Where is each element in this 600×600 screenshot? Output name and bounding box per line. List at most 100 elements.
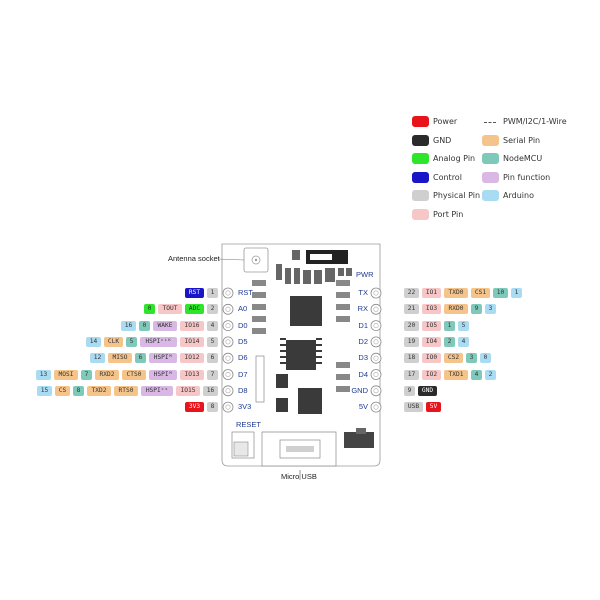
legend-label: PWM/I2C/1-Wire — [503, 117, 567, 126]
board-pin-label-left: D7 — [238, 369, 248, 379]
antenna-socket-label: Antenna socket — [168, 254, 220, 263]
pin-tag-serial: MOSI — [54, 369, 78, 380]
legend-label: Analog Pin — [433, 154, 476, 164]
legend-swatch — [482, 153, 499, 165]
pin-tag-arduino: 16 — [121, 320, 136, 331]
pin-tag-physical: 1 — [207, 288, 218, 298]
pin-tag-nodemcu: 6 — [135, 353, 146, 364]
pin-tag-power: 5V — [426, 402, 441, 413]
pin-tag-serial: TXD2 — [87, 385, 111, 396]
pin-tag-physical: 20 — [404, 320, 419, 331]
pin-tag-serial: CLK — [104, 336, 123, 347]
reset-label: RESET — [236, 420, 262, 429]
pin-tag-nodemcu: 5 — [126, 336, 137, 347]
pin-tag-nodemcu: 10 — [493, 288, 508, 298]
pin-tag-analog: ADC — [185, 304, 204, 315]
legend-label: Serial Pin — [503, 135, 541, 145]
pin-tag-port: IO1 — [422, 288, 441, 298]
pin-tag-physical: 6 — [207, 353, 218, 364]
pin-tag-physical: 17 — [404, 369, 419, 380]
board-pin-label-right: D1 — [358, 320, 368, 330]
pin-tag-serial: CS — [55, 385, 70, 396]
pin-tag-arduino: 4 — [458, 336, 469, 347]
pin-tag-port: TOUT — [158, 304, 182, 315]
legend-swatch — [482, 190, 499, 202]
pin-tag-physical: USB — [404, 402, 423, 413]
pin-tag-serial: CTS0 — [122, 369, 146, 380]
pin-tag-arduino: 13 — [36, 369, 51, 380]
legend-label: NodeMCU — [503, 154, 543, 164]
pwr-label: PWR — [356, 270, 374, 279]
pin-tag-serial: RXD0 — [444, 304, 468, 315]
pin-tag-arduino: 3 — [485, 304, 496, 315]
pin-tag-nodemcu: 3 — [466, 353, 477, 364]
pin-tag-port: IO16 — [180, 320, 204, 331]
pin-tag-port: IO4 — [422, 336, 441, 347]
legend-label: Arduino — [503, 191, 534, 201]
board-pin-label-right: RX — [357, 304, 368, 314]
pin-tag-arduino: 15 — [37, 385, 52, 396]
legend-label: Pin function — [503, 172, 551, 182]
ch340-chip — [290, 296, 322, 326]
pin-tag-serial: TXD0 — [444, 288, 468, 298]
pin-tag-analog: 0 — [144, 304, 155, 315]
legend-label: GND — [433, 135, 452, 145]
legend-swatch — [412, 190, 429, 202]
legend-label: Power — [433, 117, 458, 126]
board-pin-label-left: A0 — [238, 304, 248, 314]
board-pin-label-right: TX — [358, 288, 368, 297]
pin-tag-nodemcu: 2 — [444, 336, 455, 347]
legend-swatch — [482, 171, 499, 183]
pin-tag-nodemcu: 0 — [139, 320, 150, 331]
pin-tag-arduino: 0 — [480, 353, 491, 364]
board-pin-label-left: 3V3 — [238, 402, 252, 412]
pin-tag-serial: RXD2 — [95, 369, 119, 380]
pin-tag-port: IO3 — [422, 304, 441, 315]
board-pin-label-right: GND — [351, 385, 368, 395]
pin-tag-port: IO0 — [422, 353, 441, 364]
pin-tag-nodemcu: 8 — [73, 385, 84, 396]
pin-tag-physical: 4 — [207, 320, 218, 331]
pin-tag-serial: CS2 — [444, 353, 463, 364]
pin-tag-port: IO12 — [180, 353, 204, 364]
pin-tag-physical: 9 — [404, 385, 415, 396]
legend-swatch — [482, 134, 499, 146]
pin-tag-port: IO15 — [176, 385, 200, 396]
power-switch — [344, 432, 374, 448]
pin-tag-arduino: 12 — [90, 353, 105, 364]
pin-tag-physical: 2 — [207, 304, 218, 315]
pin-tag-pinfn: WAKE — [153, 320, 177, 331]
legend-swatch — [412, 209, 429, 220]
pin-tag-port: IO13 — [180, 369, 204, 380]
pin-tag-control: RST — [185, 288, 204, 298]
board-pin-label-right: D3 — [358, 353, 368, 363]
pin-tag-serial: MISO — [108, 353, 132, 364]
pin-tag-physical: 7 — [207, 369, 218, 380]
pin-tag-physical: 5 — [207, 336, 218, 347]
board-pin-label-right: 5V — [358, 402, 368, 412]
pin-tag-port: IO14 — [180, 336, 204, 347]
board-pin-label-right: D4 — [358, 369, 368, 379]
regulator-chip — [286, 340, 316, 370]
pin-tag-nodemcu: 1 — [444, 320, 455, 331]
pin-tag-port: IO2 — [422, 369, 441, 380]
pin-tag-arduino: 14 — [86, 336, 101, 347]
pin-tag-physical: 21 — [404, 304, 419, 315]
pin-tag-arduino: 5 — [458, 320, 469, 331]
pin-tag-serial: CS1 — [471, 288, 490, 298]
legend-swatch — [412, 134, 429, 146]
board-pin-label-left: D5 — [238, 336, 248, 346]
board-pin-label-right: D2 — [358, 336, 368, 346]
pin-tag-power: 3V3 — [185, 402, 204, 413]
board-pin-label-left: D6 — [238, 353, 248, 363]
legend-swatch — [412, 116, 429, 127]
pin-tag-nodemcu: 7 — [81, 369, 92, 380]
pin-tag-serial: RTS0 — [114, 385, 138, 396]
micro-usb-label: Micro USB — [281, 472, 317, 481]
legend-label: Control — [433, 172, 462, 182]
board-pin-label-left: D0 — [238, 320, 248, 330]
pin-tag-port: IO5 — [422, 320, 441, 331]
board-pin-label-left: RST — [238, 288, 253, 297]
